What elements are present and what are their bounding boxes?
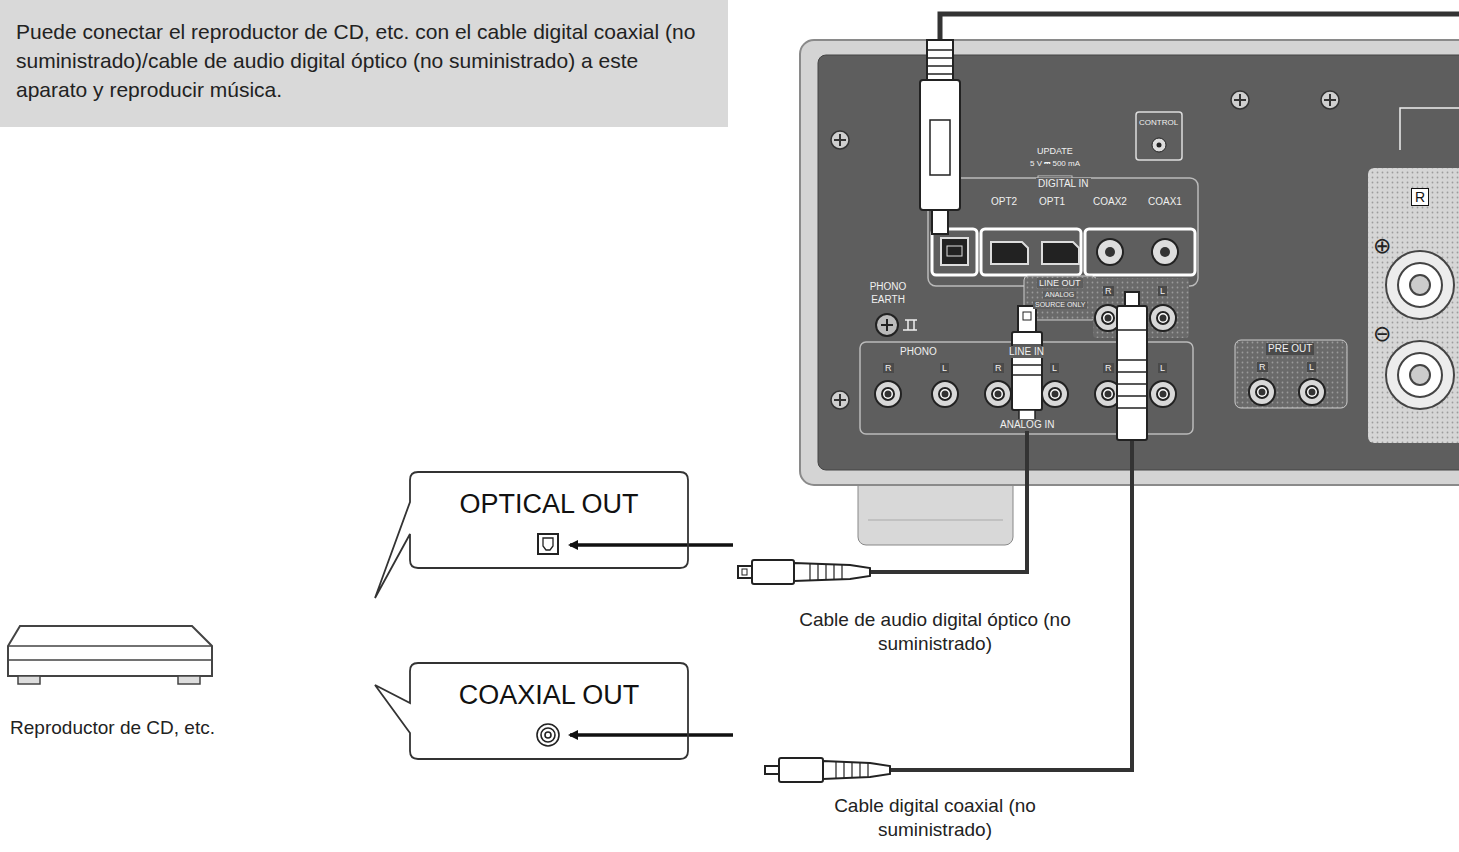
- panel-label: PRE OUT: [1266, 343, 1314, 355]
- panel-label: CONTROL: [1137, 118, 1180, 127]
- panel-label: LINE OUT: [1037, 278, 1083, 288]
- panel-label: DIGITAL IN: [1036, 178, 1091, 190]
- panel-label: COAX2: [1091, 196, 1129, 208]
- panel-label: OPT2: [989, 196, 1019, 208]
- panel-label: SOURCE ONLY: [1033, 301, 1087, 309]
- panel-label: ANALOG IN: [998, 419, 1056, 431]
- panel-label: LINE IN: [1007, 346, 1046, 358]
- panel-label: ⊕: [1373, 233, 1391, 258]
- panel-label: L: [1307, 362, 1316, 372]
- panel-label: R: [1103, 286, 1114, 296]
- cable-label: PHONO EARTH: [864, 281, 912, 306]
- panel-label: OPT1: [1037, 196, 1067, 208]
- node-text: COAXIAL OUT: [416, 679, 682, 711]
- panel-label: R: [883, 363, 894, 373]
- callout-bubble: COAXIAL OUT: [410, 663, 688, 759]
- callout-bubble-outline: [410, 472, 688, 568]
- panel-label: PHONO: [898, 346, 939, 358]
- panel-label: L: [1158, 363, 1167, 373]
- panel-label: R: [1411, 188, 1429, 206]
- node-text: Reproductor de CD, etc.: [4, 716, 221, 741]
- panel-label: R: [1103, 363, 1114, 373]
- panel-label: ANALOG: [1043, 291, 1076, 299]
- panel-label: UPDATE: [1035, 146, 1075, 156]
- panel-label: R: [993, 363, 1004, 373]
- panel-label: L: [940, 363, 949, 373]
- panel-label: ⊖: [1373, 321, 1391, 346]
- callout-bubble-outline: [410, 663, 688, 759]
- panel-label: L: [1158, 286, 1167, 296]
- node-text: Puede conectar el reproductor de CD, etc…: [16, 18, 708, 105]
- cable-label: Cable digital coaxial (no suministrado): [815, 794, 1055, 842]
- panel-label: R: [1257, 362, 1268, 372]
- cd-player: Reproductor de CD, etc.: [0, 620, 225, 745]
- panel-label: L: [1050, 363, 1059, 373]
- panel-label: 5 V ⎓ 500 mA: [1028, 159, 1082, 168]
- panel-label: COAX1: [1146, 196, 1184, 208]
- callout-bubble: OPTICAL OUT: [410, 472, 688, 568]
- node-text: OPTICAL OUT: [416, 488, 682, 520]
- note-box: Puede conectar el reproductor de CD, etc…: [0, 0, 728, 127]
- cable-label: Cable de audio digital óptico (no sumini…: [770, 608, 1100, 656]
